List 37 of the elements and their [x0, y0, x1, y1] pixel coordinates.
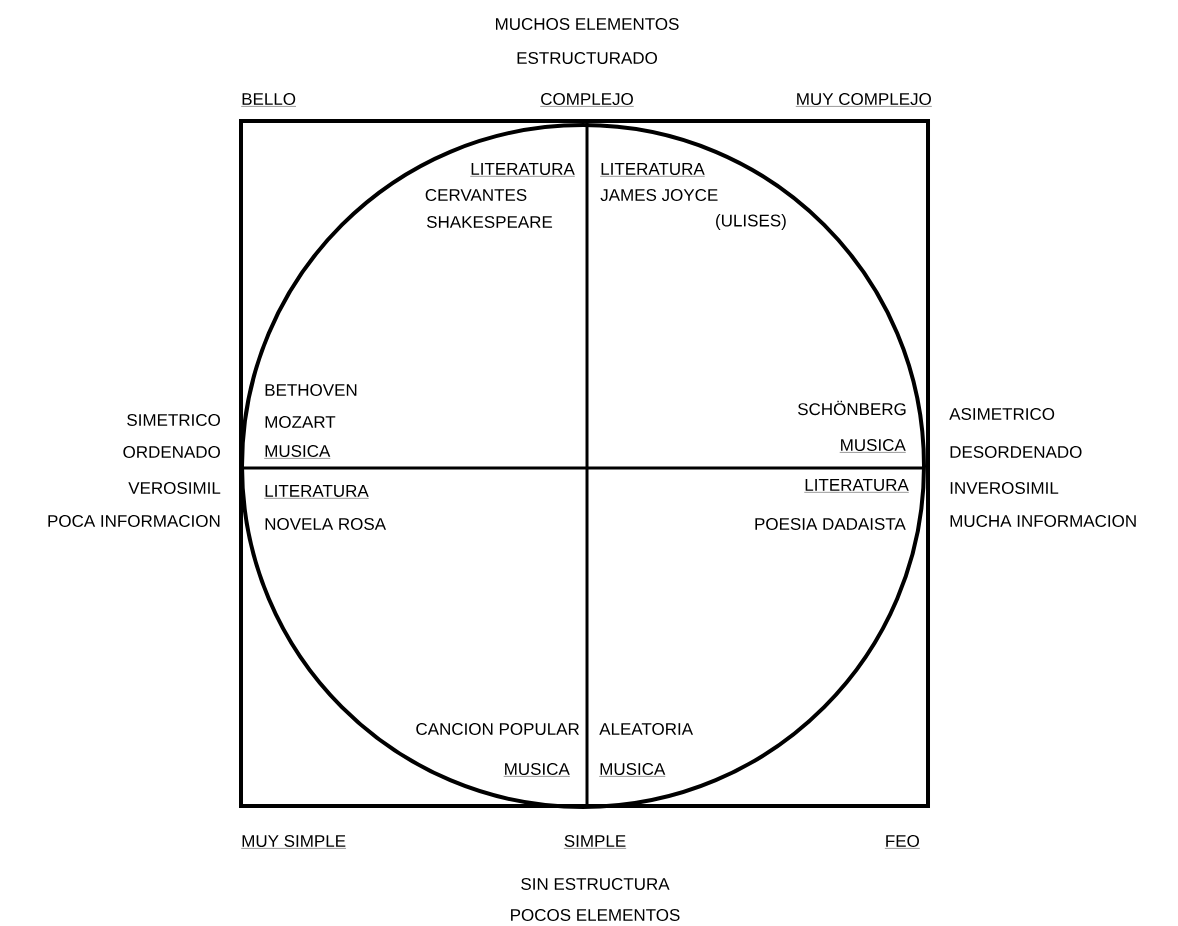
- example-label: SHAKESPEARE: [426, 215, 553, 228]
- axis-label: VEROSIMIL: [128, 481, 221, 494]
- category-label: MUSICA: [264, 444, 331, 459]
- axis-label: POCOS ELEMENTOS: [511, 908, 680, 921]
- axis-label: SIMPLE: [563, 834, 627, 849]
- category-label: MUSICA: [503, 762, 570, 777]
- example-label: JAMES JOYCE: [600, 188, 718, 201]
- axis-label: ESTRUCTURADO: [517, 51, 657, 64]
- example-label: ALEATORIA: [599, 722, 694, 735]
- axis-label: ASIMETRICO: [949, 407, 1055, 420]
- example-label: CERVANTES: [425, 188, 527, 201]
- example-label: CANCION POPULAR: [416, 722, 579, 735]
- axis-label: MUCHA INFORMACION: [950, 514, 1136, 527]
- example-label: BETHOVEN: [265, 383, 357, 396]
- category-label: LITERATURA: [600, 163, 705, 177]
- axis-label: COMPLEJO: [540, 92, 634, 107]
- axis-label: DESORDENADO: [950, 445, 1082, 458]
- axis-label: SIN ESTRUCTURA: [521, 877, 670, 890]
- corner-label: MUY SIMPLE: [241, 834, 347, 849]
- example-label: MOZART: [265, 415, 336, 428]
- example-label: SCHÖNBERG: [798, 400, 906, 416]
- axis-label: ORDENADO: [123, 445, 220, 458]
- corner-label: BELLO: [241, 92, 297, 107]
- category-label: MUSICA: [599, 762, 666, 777]
- axis-label: INVEROSIMIL: [950, 481, 1059, 494]
- axis-label: MUCHOS ELEMENTOS: [496, 17, 679, 30]
- corner-label: MUY COMPLEJO: [795, 92, 932, 107]
- example-label: (ULISES): [716, 214, 786, 230]
- example-label: POESIA DADAISTA: [755, 517, 906, 530]
- category-label: LITERATURA: [804, 479, 909, 493]
- category-label: LITERATURA: [470, 163, 575, 177]
- example-label: NOVELA ROSA: [265, 517, 387, 530]
- category-label: MUSICA: [839, 438, 906, 453]
- axis-label: SIMETRICO: [127, 413, 220, 426]
- corner-label: FEO: [884, 834, 920, 849]
- axis-label: POCA INFORMACION: [48, 514, 220, 527]
- category-label: LITERATURA: [264, 485, 369, 499]
